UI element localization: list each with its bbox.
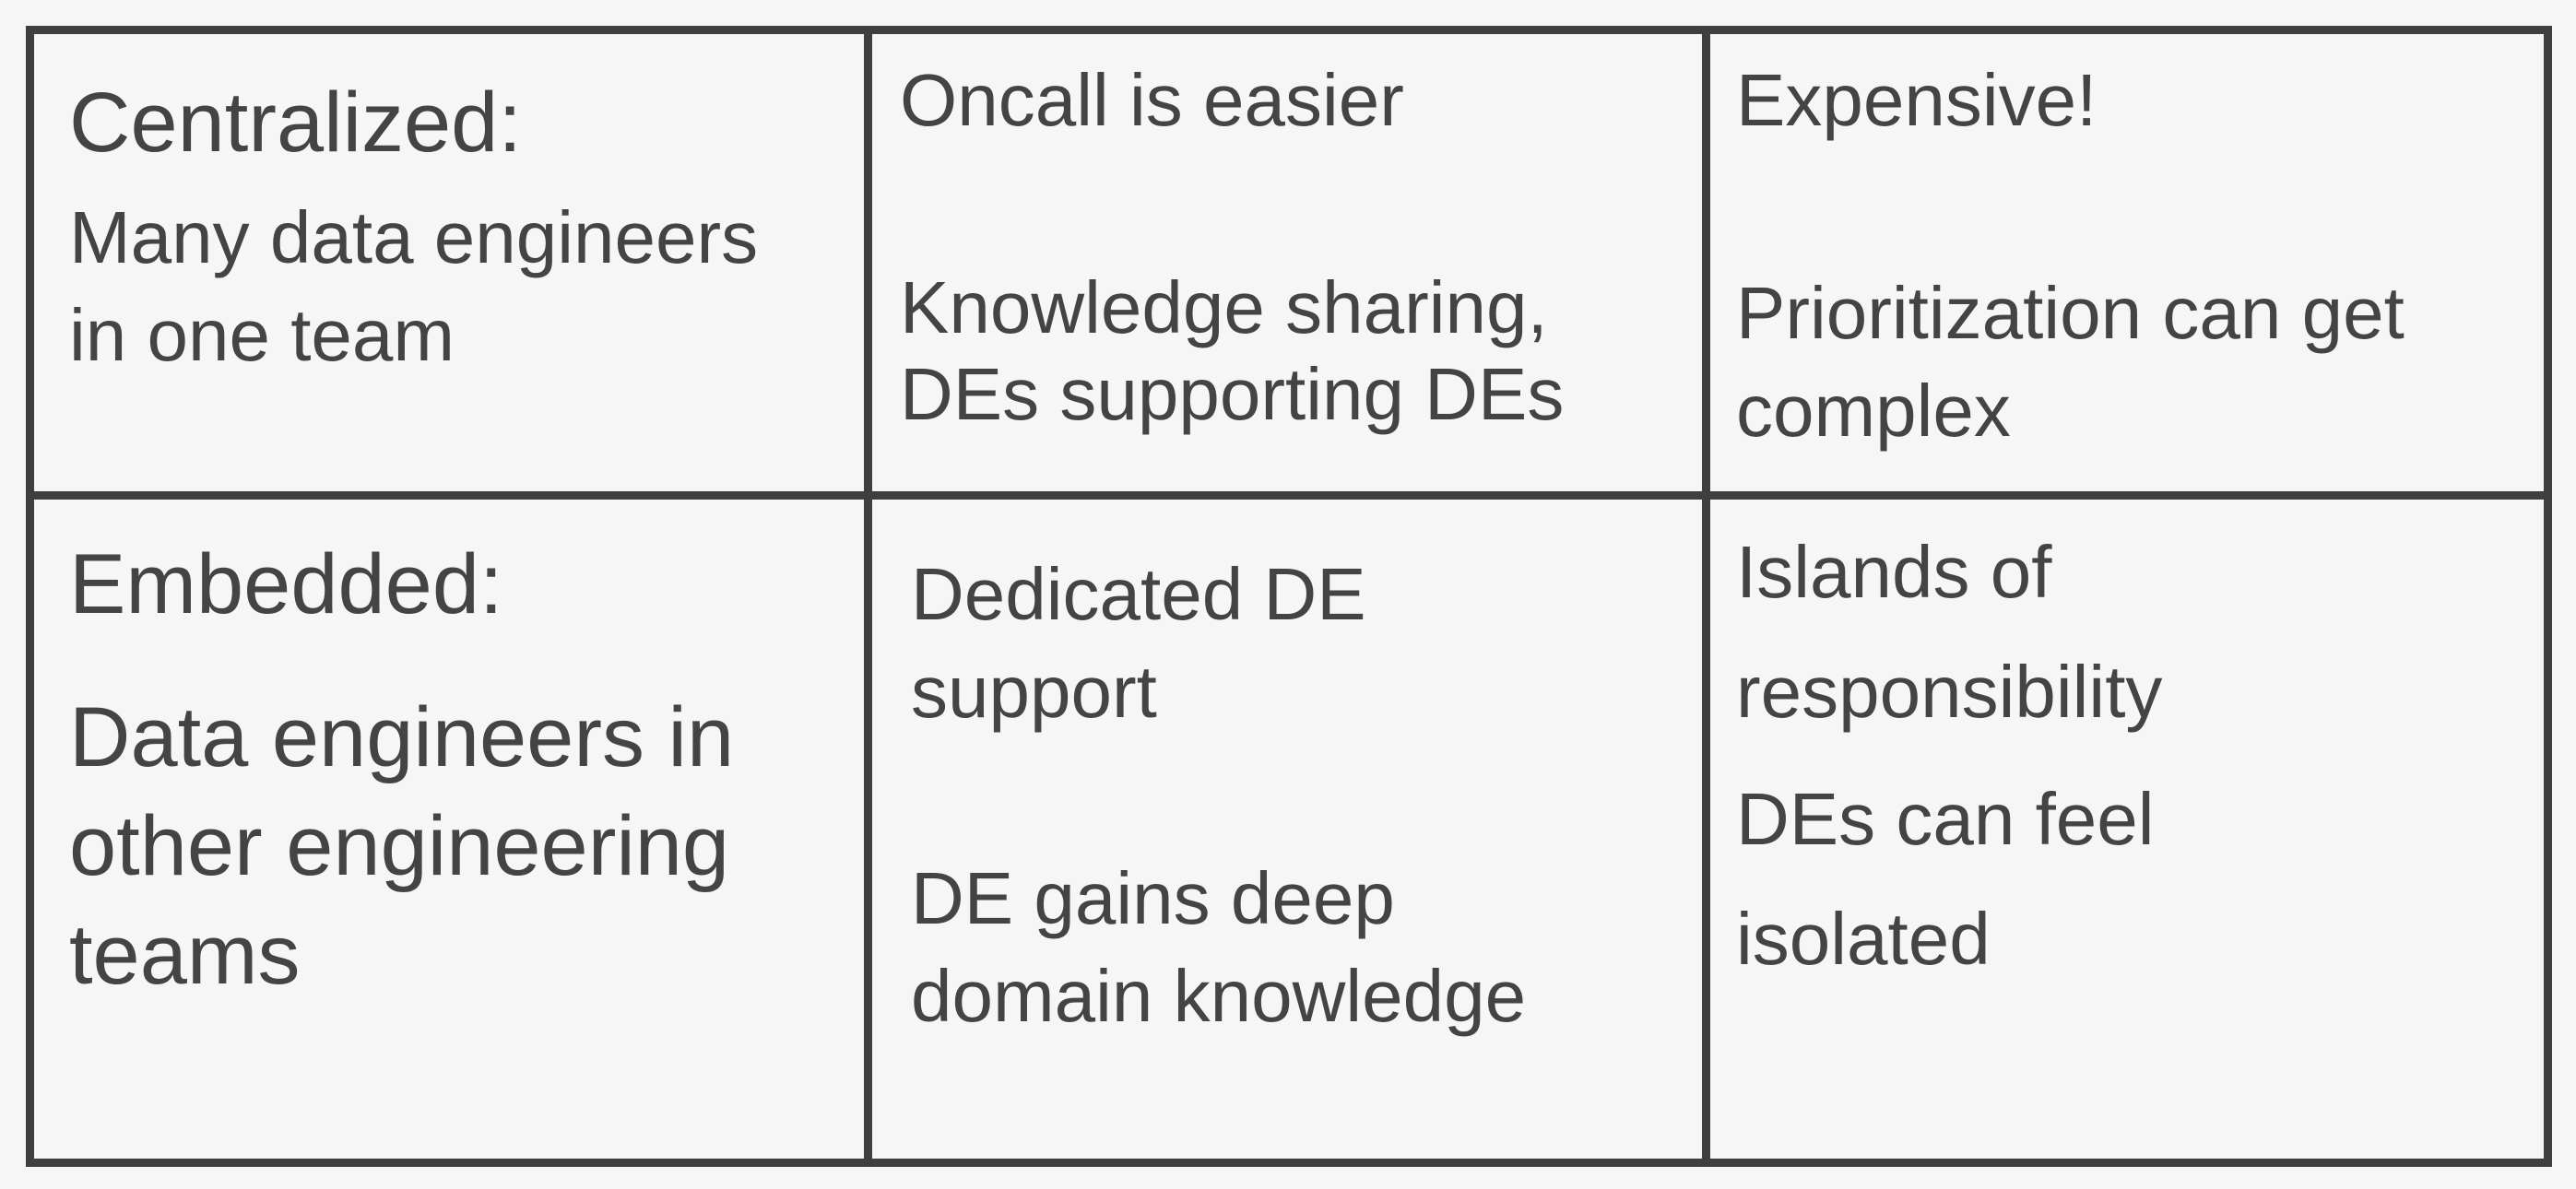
centralized-pro-1: Oncall is easier	[900, 59, 1404, 141]
embedded-con-1: Islands of responsibility	[1736, 531, 2163, 734]
embedded-con-2: DEs can feel isolated	[1736, 778, 2155, 981]
centralized-pro-2: Knowledge sharing, DEs supporting DEs	[900, 266, 1565, 435]
model-description-centralized: Many data engineers in one team	[69, 196, 759, 377]
cell-centralized-cons: Expensive! Prioritization can get comple…	[1710, 34, 2544, 500]
cell-embedded-cons: Islands of responsibility DEs can feel i…	[1710, 500, 2544, 1159]
model-description-embedded: Data engineers in other engineering team…	[69, 690, 735, 1002]
centralized-con-2: Prioritization can get complex	[1736, 272, 2405, 453]
cell-embedded-pros: Dedicated DE support DE gains deep domai…	[872, 500, 1710, 1159]
centralized-con-1: Expensive!	[1736, 59, 2097, 141]
model-heading-centralized: Centralized:	[69, 76, 522, 170]
cell-centralized-model: Centralized: Many data engineers in one …	[34, 34, 872, 500]
embedded-pro-2: DE gains deep domain knowledge	[911, 857, 1527, 1038]
cell-embedded-model: Embedded: Data engineers in other engine…	[34, 500, 872, 1159]
embedded-pro-1: Dedicated DE support	[911, 553, 1366, 734]
cell-centralized-pros: Oncall is easier Knowledge sharing, DEs …	[872, 34, 1710, 500]
comparison-table: Centralized: Many data engineers in one …	[26, 26, 2552, 1167]
model-heading-embedded: Embedded:	[69, 537, 503, 631]
